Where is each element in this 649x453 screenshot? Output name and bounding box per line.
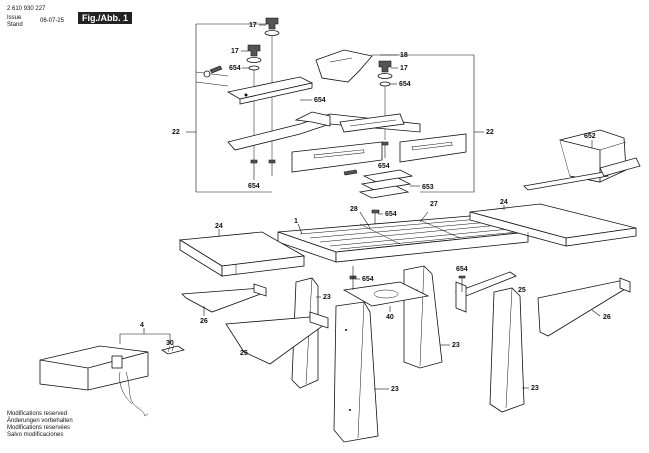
callout-654-c: 654 xyxy=(314,97,326,104)
issue-label: Issue xyxy=(7,15,22,21)
callout-23-b: 23 xyxy=(452,342,460,349)
callout-654-a: 654 xyxy=(229,65,241,72)
screws-654 xyxy=(250,141,389,180)
fence-rail-upper xyxy=(226,76,314,105)
callout-17-left: 17 xyxy=(231,48,239,55)
leg-part-23-b xyxy=(403,265,443,369)
note-en: Modifications reserved xyxy=(7,411,68,417)
callout-17-right: 17 xyxy=(400,65,408,72)
dust-hood-part-652 xyxy=(523,129,641,191)
callout-22-left: 22 xyxy=(172,129,180,136)
dust-hood-part-18 xyxy=(315,49,373,83)
figure-label: Fig./Abb. 1 xyxy=(78,12,132,24)
note-es: Salvo modificaciones xyxy=(7,432,64,438)
fence-faceplate-right xyxy=(399,133,467,163)
callout-654-right: 654 xyxy=(456,266,468,273)
small-screws-654-right xyxy=(458,275,466,292)
brace-part-25-left xyxy=(225,311,329,365)
callout-17-top: 17 xyxy=(249,22,257,29)
knob-part-17-right xyxy=(377,60,393,140)
note-de: Änderungen vorbehalten xyxy=(7,418,73,424)
callout-26-left: 26 xyxy=(200,318,208,325)
router-base-plate-40 xyxy=(342,266,430,307)
modifications-notes: Modifications reserved Änderungen vorbeh… xyxy=(7,411,73,439)
fence-clamp-left xyxy=(195,65,229,87)
callout-654-f: 654 xyxy=(385,211,397,218)
document-number: 2 610 930 227 xyxy=(7,6,46,12)
callout-22-right: 22 xyxy=(486,129,494,136)
callout-654-e: 654 xyxy=(378,163,390,170)
switch-box-part-4 xyxy=(39,333,171,417)
brace-part-26-right xyxy=(537,277,631,337)
callout-1: 1 xyxy=(294,218,298,225)
callout-23-c: 23 xyxy=(391,386,399,393)
table-top-part-1 xyxy=(277,211,529,263)
fence-assembly-bracket xyxy=(186,23,484,193)
callout-25-right: 25 xyxy=(518,287,526,294)
fence-faceplate-left xyxy=(291,141,383,173)
callout-23-d: 23 xyxy=(531,385,539,392)
callout-26-right: 26 xyxy=(603,314,611,321)
callout-652: 652 xyxy=(584,133,596,140)
callout-654-b: 654 xyxy=(399,81,411,88)
callout-23-a: 23 xyxy=(323,294,331,301)
brace-part-25-right xyxy=(454,271,517,313)
callout-30: 30 xyxy=(166,340,174,347)
callout-18: 18 xyxy=(400,52,408,59)
callout-28: 28 xyxy=(350,206,358,213)
callout-24-left: 24 xyxy=(215,223,223,230)
callout-25-left: 25 xyxy=(240,350,248,357)
clamp-part-30 xyxy=(161,344,185,355)
knob-part-17-left xyxy=(246,44,262,160)
issue-date: 06-07-25 xyxy=(40,18,65,24)
callout-40: 40 xyxy=(386,314,394,321)
leg-part-23-d xyxy=(489,287,525,413)
extension-table-right-24 xyxy=(469,203,637,247)
note-fr: Modifications reservées xyxy=(7,425,71,431)
callout-654-g: 654 xyxy=(362,276,374,283)
callout-27: 27 xyxy=(430,201,438,208)
fence-body xyxy=(227,111,421,151)
extension-table-left-24 xyxy=(178,231,306,277)
callout-653: 653 xyxy=(422,184,434,191)
brace-part-26-left xyxy=(181,283,267,313)
callout-24-right: 24 xyxy=(500,199,508,206)
callout-4: 4 xyxy=(140,322,144,329)
stand-label: Stand xyxy=(7,22,23,28)
leg-part-23-c xyxy=(333,301,379,443)
shim-plates-653 xyxy=(358,169,420,199)
center-screw-654 xyxy=(371,209,380,224)
callouts: 17 17 654 18 17 654 654 22 22 654 654 65… xyxy=(140,22,611,393)
callout-654-d: 654 xyxy=(248,183,260,190)
